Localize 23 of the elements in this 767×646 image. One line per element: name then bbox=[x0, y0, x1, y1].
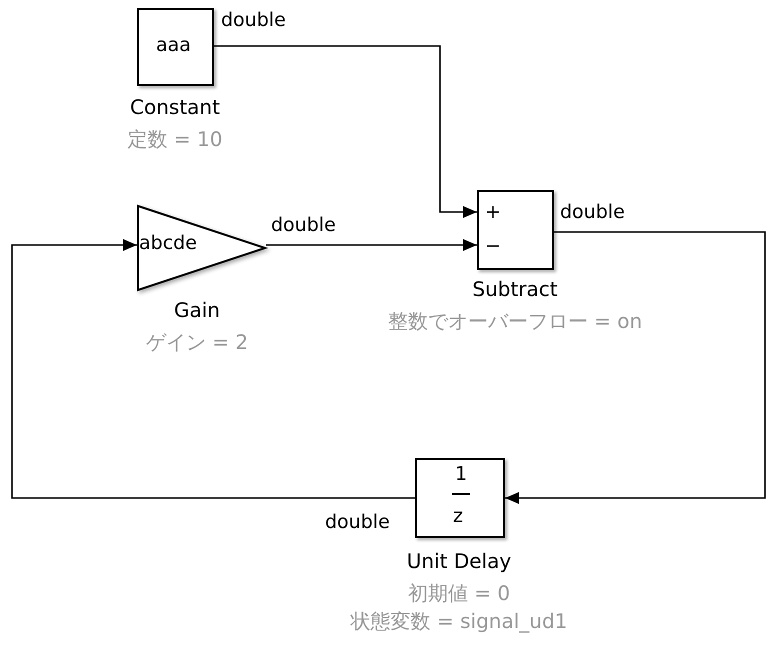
gain-triangle bbox=[137, 205, 266, 291]
fraction-text: 1 bbox=[455, 464, 468, 485]
block-box bbox=[477, 190, 554, 270]
parameter-text: ゲイン = 2 bbox=[146, 331, 248, 353]
block-box bbox=[137, 8, 214, 86]
block-text: aaa bbox=[156, 35, 191, 56]
fraction-text: z bbox=[453, 506, 463, 527]
parameter-text: 初期値 = 0 bbox=[408, 582, 510, 604]
arrow bbox=[505, 231, 766, 504]
port-label: − bbox=[485, 236, 501, 257]
block-name: Unit Delay bbox=[406, 550, 512, 572]
arrow bbox=[266, 239, 477, 251]
port-label: + bbox=[485, 202, 501, 223]
parameter-text: 状態変数 = signal_ud1 bbox=[350, 610, 568, 632]
block-text: abcde bbox=[139, 233, 197, 254]
parameter-text: 整数でオーバーフロー = on bbox=[388, 310, 642, 332]
arrow bbox=[11, 239, 415, 499]
block-box bbox=[415, 458, 505, 538]
arrow bbox=[214, 45, 477, 218]
block-name: Subtract bbox=[472, 278, 558, 300]
parameter-text: 定数 = 10 bbox=[128, 128, 222, 150]
block-name: Constant bbox=[130, 96, 220, 118]
block-name: Gain bbox=[174, 299, 220, 321]
